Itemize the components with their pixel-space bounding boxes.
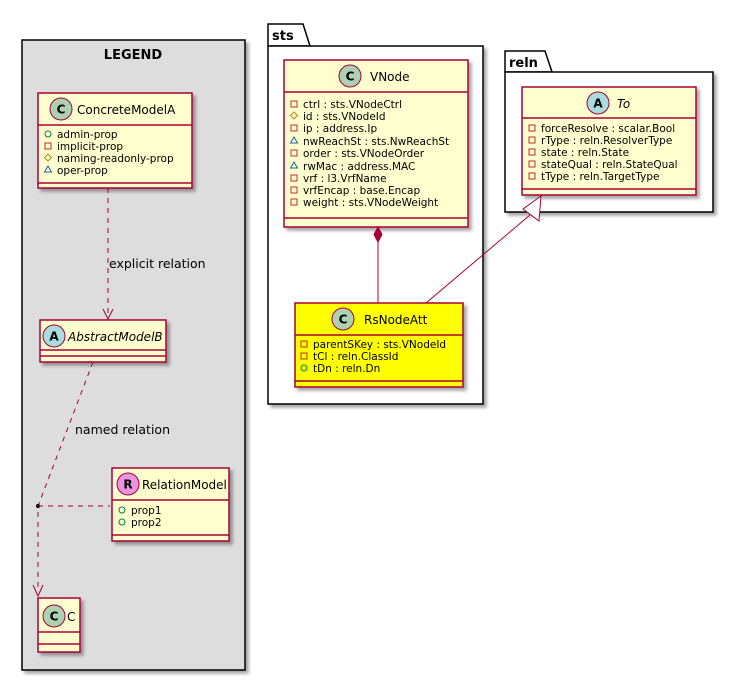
inheritance-edge bbox=[425, 194, 542, 304]
svg-text:C: C bbox=[346, 70, 355, 84]
class-r-icon: R bbox=[116, 472, 140, 496]
package-private-icon bbox=[289, 136, 299, 144]
class-attribute: ip : address.Ip bbox=[303, 123, 377, 135]
public-icon bbox=[44, 130, 52, 138]
private-icon bbox=[528, 124, 536, 132]
svg-text:C: C bbox=[339, 313, 348, 327]
vnode-class[interactable]: C VNode ctrl : sts.VNodeCtrl id : sts.VN… bbox=[283, 59, 469, 228]
class-c-icon: C bbox=[42, 604, 66, 628]
class-attribute: oper-prop bbox=[57, 165, 108, 177]
abstract-model-b-class[interactable]: A AbstractModelB bbox=[39, 319, 167, 363]
public-icon bbox=[118, 506, 126, 514]
composition-edge bbox=[373, 225, 383, 303]
reln-package-name: reln bbox=[509, 56, 538, 71]
explicit-relation-edge: explicit relation bbox=[102, 188, 206, 321]
private-icon bbox=[528, 160, 536, 168]
protected-icon bbox=[43, 153, 53, 162]
class-name: RelationModel bbox=[142, 478, 227, 492]
svg-text:A: A bbox=[593, 97, 603, 111]
named-relation-edge: named relation bbox=[32, 361, 170, 598]
class-a-icon: A bbox=[586, 91, 610, 115]
c-class[interactable]: C C bbox=[37, 597, 81, 653]
class-attribute: rType : reln.ResolverType bbox=[541, 135, 672, 147]
class-attribute: forceResolve : scalar.Bool bbox=[541, 123, 675, 135]
private-icon bbox=[528, 148, 536, 156]
class-attribute: implicit-prop bbox=[57, 141, 123, 153]
class-attribute: admin-prop bbox=[57, 129, 118, 141]
package-private-icon bbox=[43, 165, 53, 173]
package-private-icon bbox=[289, 161, 299, 169]
private-icon bbox=[290, 198, 298, 206]
class-name: RsNodeAtt bbox=[364, 313, 428, 327]
class-attribute: naming-readonly-prop bbox=[57, 153, 174, 165]
class-attribute: prop1 bbox=[131, 505, 162, 517]
named-relation-label: named relation bbox=[75, 422, 170, 437]
private-icon bbox=[528, 136, 536, 144]
class-attribute: tCl : reln.ClassId bbox=[313, 351, 398, 363]
class-attribute: tType : reln.TargetType bbox=[541, 171, 660, 183]
class-name: AbstractModelB bbox=[67, 330, 163, 344]
private-icon bbox=[44, 142, 52, 150]
private-icon bbox=[528, 172, 536, 180]
sts-package-name: sts bbox=[272, 29, 294, 44]
rsnodeatt-class[interactable]: C RsNodeAtt parentSKey : sts.VNodeId tCl… bbox=[294, 302, 464, 388]
relation-model-class[interactable]: R RelationModel prop1 prop2 bbox=[111, 467, 230, 542]
protected-icon bbox=[289, 111, 299, 120]
private-icon bbox=[300, 352, 308, 360]
to-class[interactable]: A To forceResolve : scalar.Bool rType : … bbox=[521, 86, 697, 196]
class-c-icon: C bbox=[331, 307, 355, 331]
svg-text:A: A bbox=[49, 330, 59, 344]
class-name: To bbox=[617, 97, 630, 111]
class-c-icon: C bbox=[49, 97, 73, 121]
svg-text:C: C bbox=[50, 610, 59, 624]
class-attribute: parentSKey : sts.VNodeId bbox=[313, 339, 446, 351]
class-name: C bbox=[67, 610, 75, 624]
class-attribute: nwReachSt : sts.NwReachSt bbox=[303, 136, 449, 148]
class-attribute: ctrl : sts.VNodeCtrl bbox=[303, 99, 402, 111]
class-attribute: id : sts.VNodeId bbox=[303, 111, 386, 123]
private-icon bbox=[290, 186, 298, 194]
private-icon bbox=[290, 174, 298, 182]
explicit-relation-label: explicit relation bbox=[109, 256, 206, 271]
private-icon bbox=[290, 100, 298, 108]
class-attribute: tDn : reln.Dn bbox=[313, 363, 380, 375]
class-name: VNode bbox=[370, 70, 410, 84]
svg-text:R: R bbox=[123, 478, 132, 492]
class-attribute: vrfEncap : base.Encap bbox=[303, 185, 420, 197]
class-c-icon: C bbox=[338, 64, 362, 88]
public-icon bbox=[118, 518, 126, 526]
private-icon bbox=[290, 149, 298, 157]
private-icon bbox=[300, 340, 308, 348]
public-icon bbox=[300, 364, 308, 372]
class-attribute: prop2 bbox=[131, 517, 162, 529]
class-attribute: state : reln.State bbox=[541, 147, 629, 159]
private-icon bbox=[290, 124, 298, 132]
class-attribute: rwMac : address.MAC bbox=[303, 161, 415, 173]
class-attribute: vrf : l3.VrfName bbox=[303, 173, 387, 185]
concrete-model-a-class[interactable]: C ConcreteModelA admin-prop implicit-pro… bbox=[37, 92, 193, 189]
svg-text:C: C bbox=[57, 103, 66, 117]
class-a-icon: A bbox=[42, 324, 66, 348]
class-attribute: stateQual : reln.StateQual bbox=[541, 159, 678, 171]
class-name: ConcreteModelA bbox=[77, 103, 176, 117]
legend-title: LEGEND bbox=[104, 48, 163, 63]
class-attribute: order : sts.VNodeOrder bbox=[303, 148, 425, 160]
class-attribute: weight : sts.VNodeWeight bbox=[303, 197, 438, 209]
